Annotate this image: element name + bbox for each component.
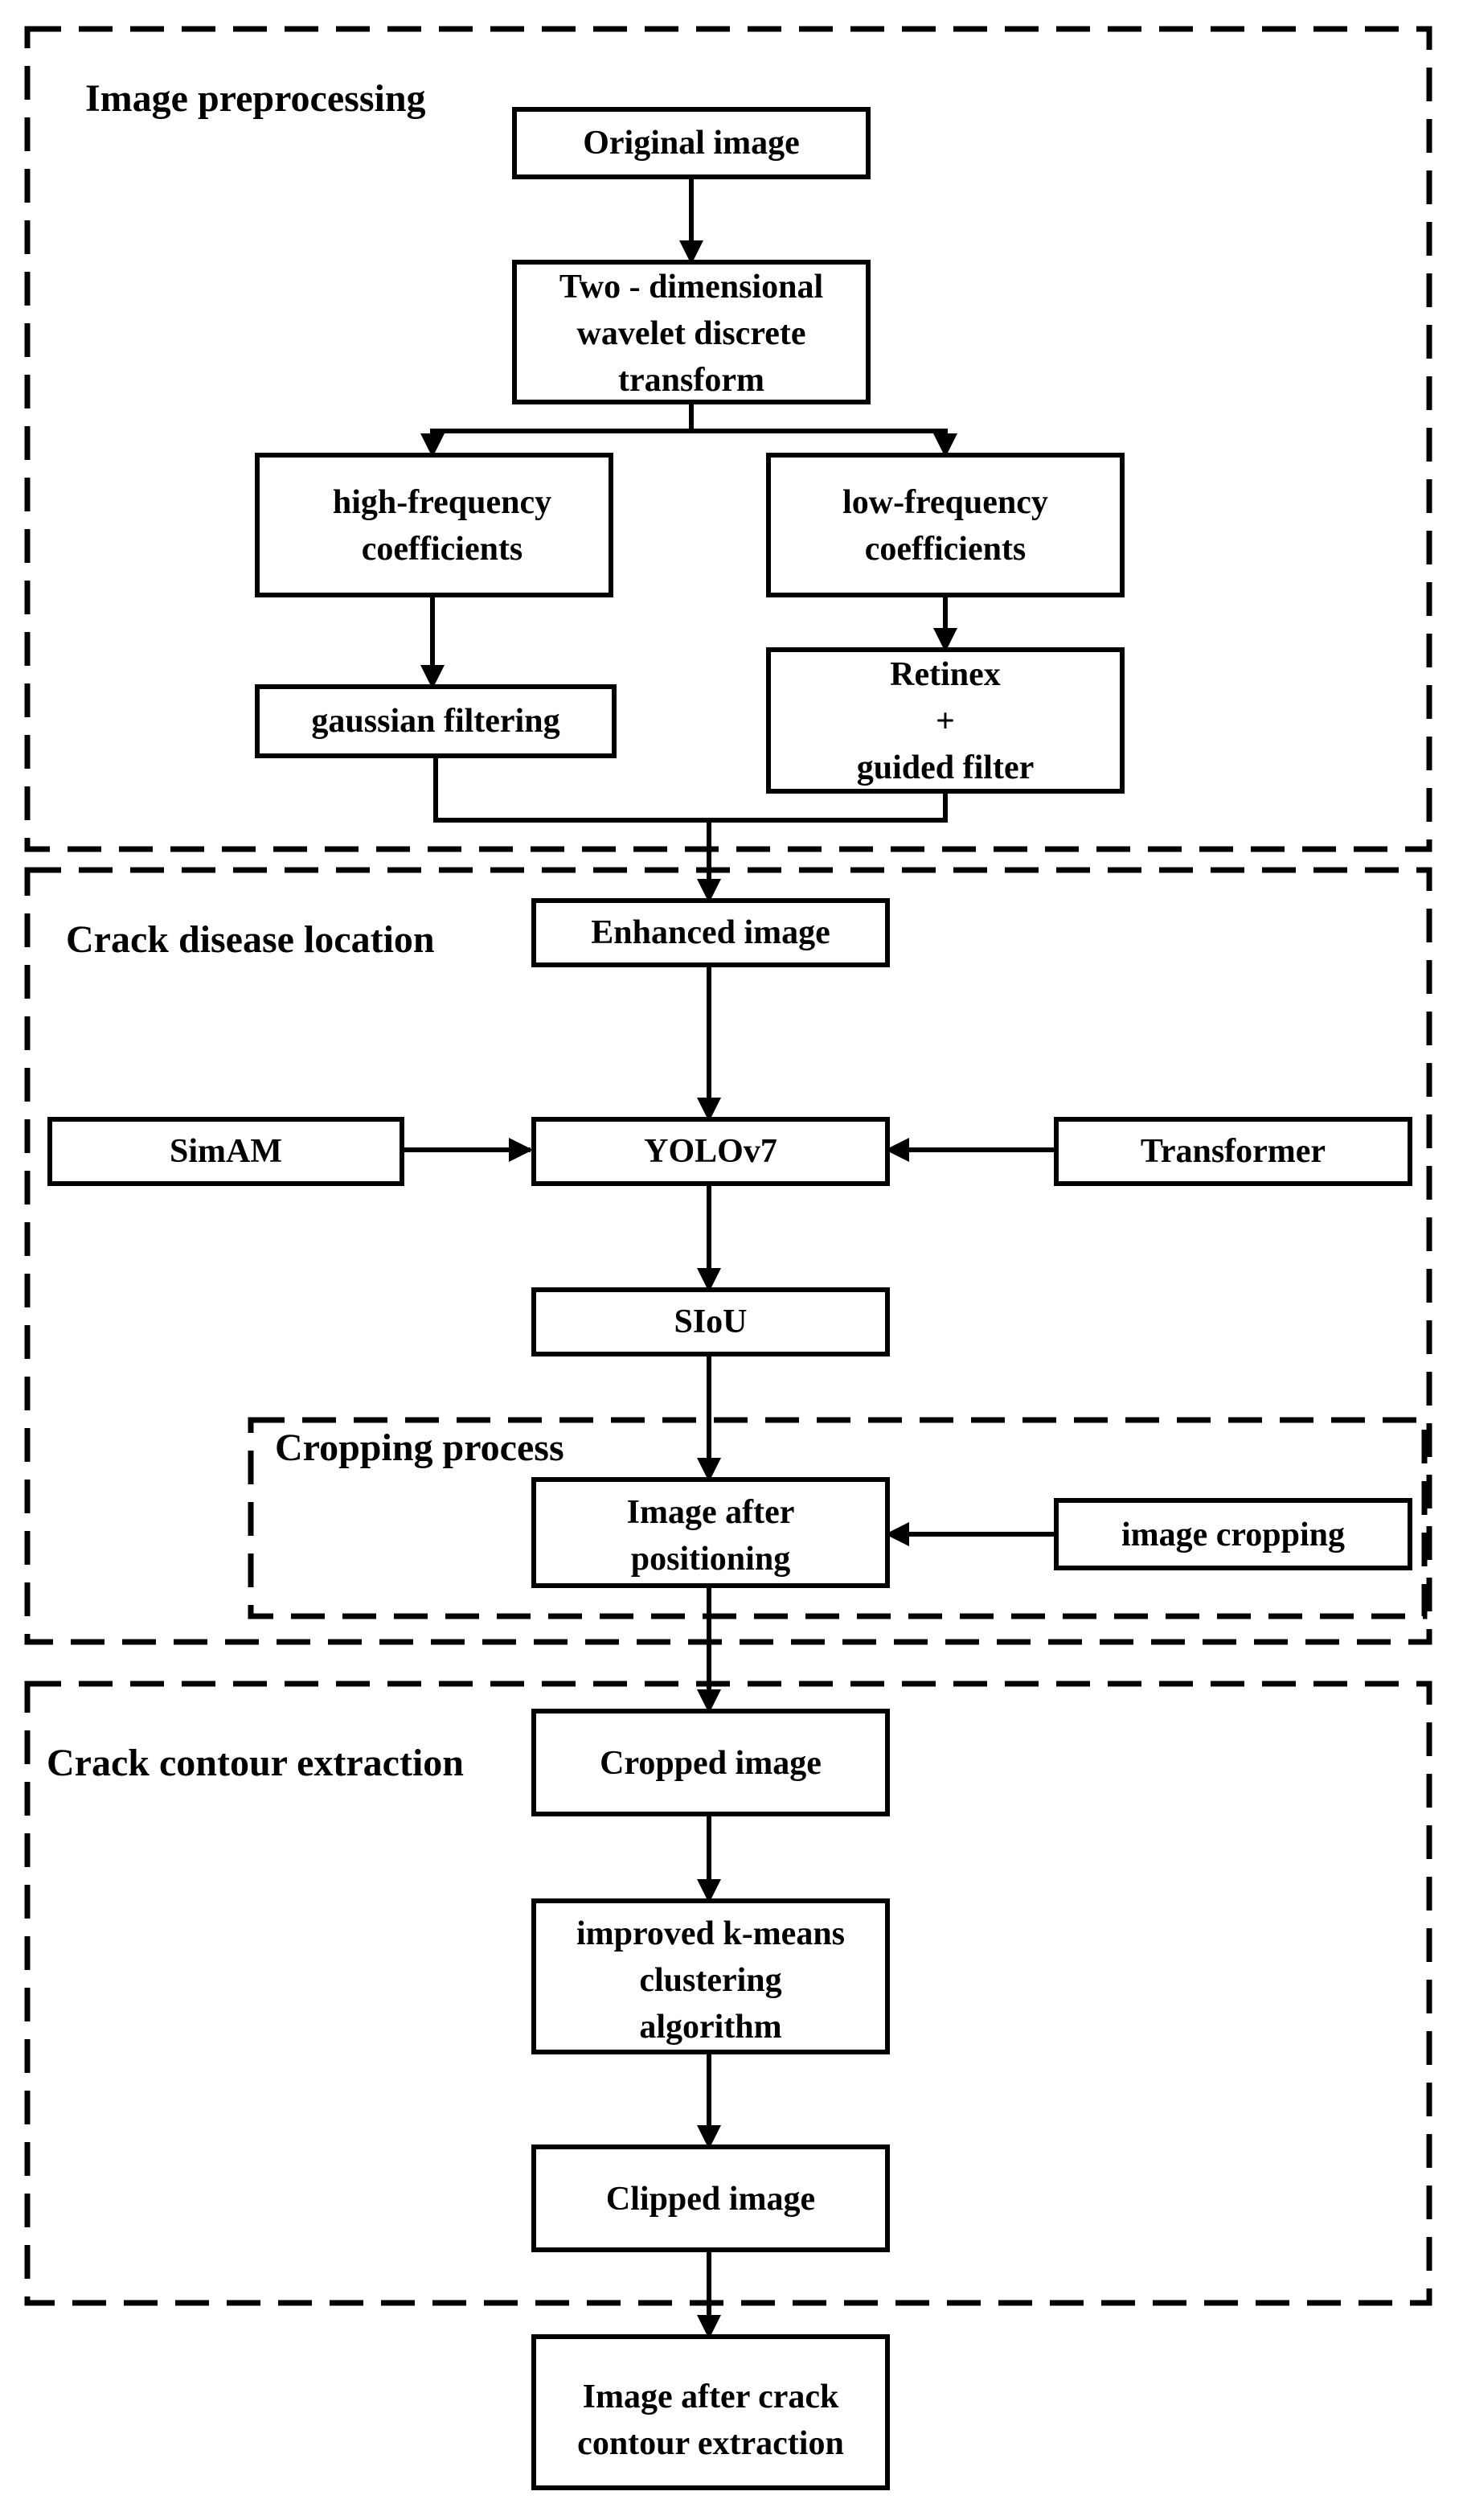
node-label-line: transform bbox=[618, 362, 764, 399]
node-box bbox=[531, 1287, 890, 1356]
node-box bbox=[531, 898, 890, 967]
group-image-preprocessing bbox=[24, 26, 1432, 852]
node-label-line: clustering bbox=[639, 1962, 781, 1999]
node-image-cropping: image cropping bbox=[1054, 1498, 1412, 1570]
node-label-line: improved k-means bbox=[576, 1915, 845, 1952]
node-label-line: Image after bbox=[627, 1494, 795, 1531]
node-final-image: Image after crack contour extraction bbox=[531, 2334, 890, 2490]
node-cropped-image: Cropped image bbox=[531, 1709, 890, 1816]
node-siou: SIoU bbox=[531, 1287, 890, 1356]
node-box bbox=[531, 2144, 890, 2252]
node-clipped-image: Clipped image bbox=[531, 2144, 890, 2252]
node-box bbox=[531, 1477, 890, 1588]
node-image-after-positioning: Image after positioning bbox=[531, 1477, 890, 1588]
node-label-line: algorithm bbox=[639, 2009, 781, 2046]
node-label-line: Enhanced image bbox=[591, 914, 830, 951]
node-label-line: Clipped image bbox=[606, 2181, 815, 2218]
node-enhanced-image: Enhanced image bbox=[531, 898, 890, 967]
group-crack-contour-extraction bbox=[24, 1681, 1432, 2306]
node-box bbox=[512, 107, 871, 179]
node-low-frequency: low-frequency coefficients bbox=[766, 453, 1125, 597]
node-label-line: gaussian filtering bbox=[311, 703, 559, 740]
node-label-line: Image after crack bbox=[583, 2378, 839, 2415]
node-retinex-guided-filter: Retinex + guided filter bbox=[766, 647, 1125, 794]
node-label-line: wavelet discrete bbox=[577, 315, 806, 352]
node-transformer: Transformer bbox=[1054, 1117, 1412, 1186]
node-label-line: YOLOv7 bbox=[644, 1133, 777, 1170]
node-box bbox=[531, 1709, 890, 1816]
node-box bbox=[766, 647, 1125, 794]
node-box bbox=[766, 453, 1125, 597]
node-box bbox=[531, 1898, 890, 2054]
line-merge bbox=[433, 756, 948, 823]
node-label-line: low-frequency bbox=[842, 484, 1048, 521]
node-box bbox=[47, 1117, 404, 1186]
node-label-line: image cropping bbox=[1121, 1517, 1345, 1553]
node-box bbox=[1054, 1498, 1412, 1570]
node-label-line: + bbox=[936, 703, 955, 740]
group-title-location: Crack disease location bbox=[66, 918, 435, 961]
node-wavelet-transform: Two - dimensional wavelet discrete trans… bbox=[512, 260, 871, 404]
node-label-line: Transformer bbox=[1141, 1133, 1326, 1170]
node-box bbox=[255, 453, 613, 597]
connectors bbox=[402, 177, 1056, 2339]
node-label-line: positioning bbox=[631, 1541, 790, 1578]
node-gaussian-filtering: gaussian filtering bbox=[255, 684, 617, 758]
group-title-preprocessing: Image preprocessing bbox=[85, 77, 426, 120]
node-yolov7: YOLOv7 bbox=[531, 1117, 890, 1186]
node-label-line: contour extraction bbox=[577, 2425, 844, 2462]
node-label-line: guided filter bbox=[857, 749, 1034, 786]
node-box bbox=[512, 260, 871, 404]
node-label-line: Cropped image bbox=[600, 1745, 822, 1782]
node-label-line: high-frequency bbox=[333, 484, 551, 521]
group-title-cropping: Cropping process bbox=[275, 1426, 564, 1469]
node-label-line: Original image bbox=[583, 125, 799, 162]
node-label-line: Retinex bbox=[890, 656, 1001, 693]
node-label-line: coefficients bbox=[865, 531, 1027, 568]
group-title-extraction: Crack contour extraction bbox=[47, 1742, 464, 1784]
node-label-line: SIoU bbox=[674, 1303, 747, 1340]
node-improved-kmeans: improved k-means clustering algorithm bbox=[531, 1898, 890, 2054]
node-box bbox=[255, 684, 617, 758]
node-box bbox=[531, 2334, 890, 2490]
node-label-line: Two - dimensional bbox=[559, 269, 823, 306]
node-label-line: SimAM bbox=[170, 1133, 282, 1170]
node-high-frequency: high-frequency coefficients bbox=[255, 453, 613, 597]
group-cropping-process bbox=[248, 1417, 1428, 1619]
group-crack-disease-location bbox=[24, 867, 1432, 1645]
node-label-line: coefficients bbox=[362, 531, 523, 568]
node-original-image: Original image bbox=[512, 107, 871, 179]
node-simam: SimAM bbox=[47, 1117, 404, 1186]
node-box bbox=[1054, 1117, 1412, 1186]
arrow-wavelet-to-low bbox=[691, 429, 957, 458]
arrow-wavelet-to-high bbox=[420, 402, 694, 458]
node-box bbox=[531, 1117, 890, 1186]
